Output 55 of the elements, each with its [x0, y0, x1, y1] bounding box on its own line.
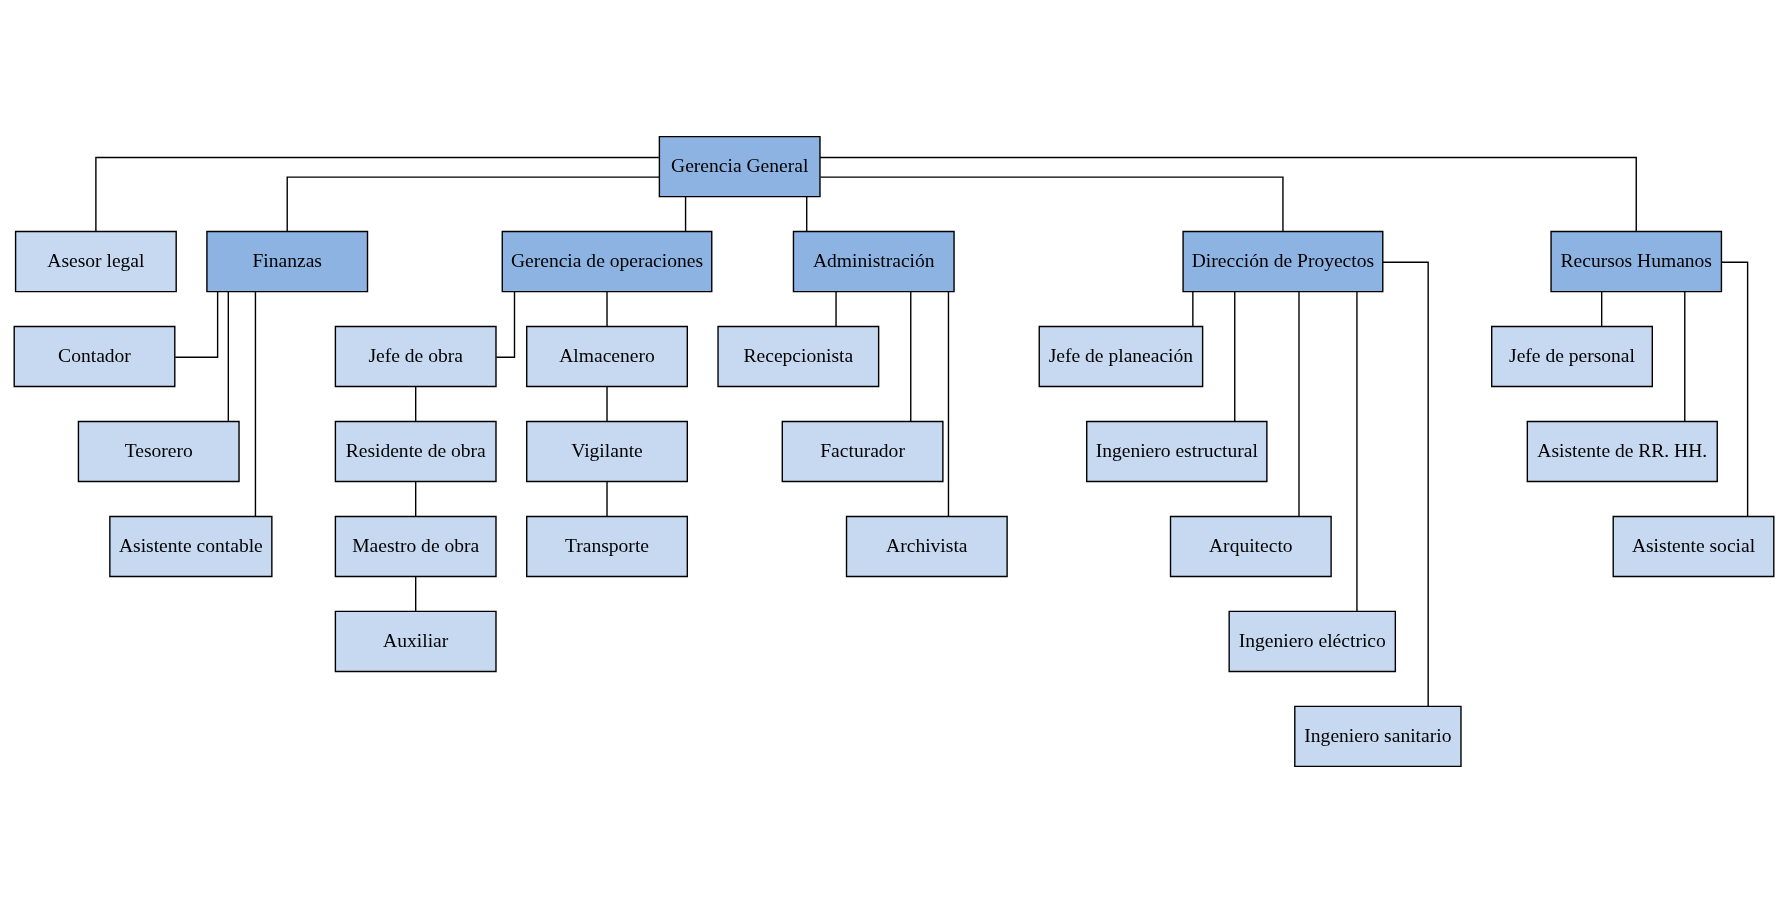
node-box: Jefe de obra — [334, 325, 497, 387]
node-box: Asistente de RR. HH. — [1526, 420, 1718, 482]
connector — [254, 290, 257, 517]
node-box: Transporte — [526, 515, 689, 577]
connector — [1234, 290, 1236, 422]
connector — [1356, 290, 1358, 612]
node-box: Ingeniero eléctrico — [1228, 610, 1397, 672]
node-box: Ingeniero estructural — [1086, 420, 1268, 482]
connector — [415, 480, 417, 517]
node-box: Vigilante — [526, 420, 689, 482]
connector — [806, 195, 808, 232]
node-box: Residente de obra — [334, 420, 497, 482]
connector — [495, 290, 516, 358]
connector — [415, 385, 417, 422]
connector — [819, 156, 1637, 232]
node-box: Recursos Humanos — [1550, 230, 1723, 292]
connector — [1721, 261, 1749, 517]
connector — [819, 175, 1284, 232]
connector — [606, 385, 608, 422]
connector — [606, 480, 608, 517]
connector — [286, 175, 661, 232]
connector — [1298, 290, 1300, 517]
node-box: Facturador — [781, 420, 944, 482]
connector — [1684, 290, 1686, 422]
connector — [835, 290, 837, 327]
connector — [95, 156, 660, 232]
node-box: Dirección de Proyectos — [1182, 230, 1384, 292]
connector — [415, 575, 417, 612]
node-box: Finanzas — [206, 230, 369, 292]
node-box: Gerencia General — [658, 135, 821, 197]
node-box: Jefe de personal — [1491, 325, 1653, 387]
connector — [910, 290, 912, 422]
node-box: Almacenero — [526, 325, 689, 387]
node-box: Contador — [13, 325, 176, 387]
connector — [1601, 290, 1603, 327]
node-box: Asistente contable — [109, 515, 273, 577]
connector — [174, 290, 219, 358]
node-box: Gerencia de operaciones — [501, 230, 713, 292]
node-box: Auxiliar — [334, 610, 497, 672]
node-box: Tesorero — [77, 420, 240, 482]
node-box: Asistente social — [1612, 515, 1775, 577]
node-box: Jefe de planeación — [1038, 325, 1204, 387]
node-box: Archivista — [845, 515, 1008, 577]
node-box: Maestro de obra — [334, 515, 497, 577]
connector — [1382, 261, 1429, 707]
node-box: Administración — [792, 230, 955, 292]
connector — [606, 290, 608, 327]
connector — [1192, 290, 1194, 327]
node-box: Recepcionista — [717, 325, 880, 387]
node-box: Arquitecto — [1169, 515, 1332, 577]
node-box: Asesor legal — [14, 230, 177, 292]
connector — [684, 195, 687, 232]
node-box: Ingeniero sanitario — [1294, 705, 1462, 767]
connector — [947, 290, 950, 517]
connector — [227, 290, 229, 422]
